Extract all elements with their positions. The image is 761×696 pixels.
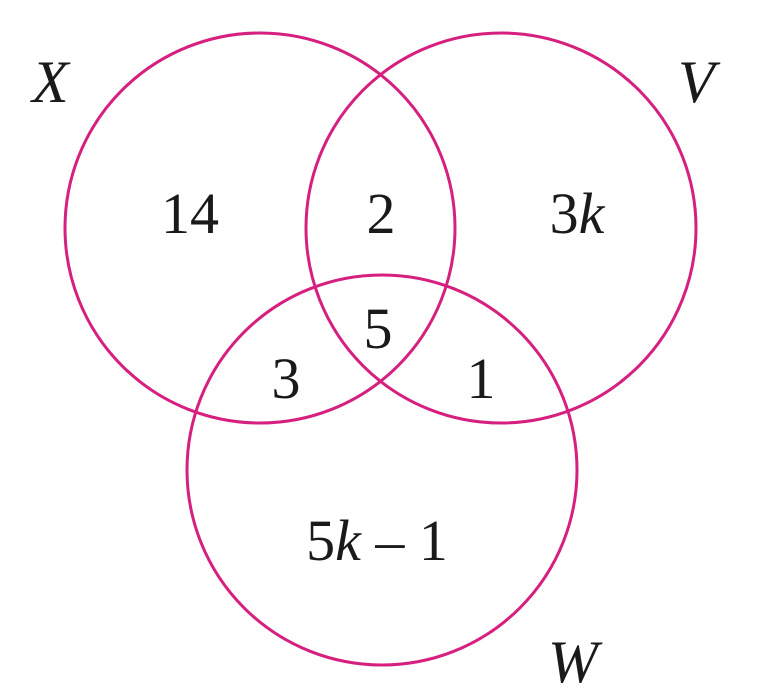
set-label-v: V — [678, 49, 721, 115]
region-w-only-rest: – 1 — [361, 508, 448, 573]
circle-v — [304, 31, 698, 425]
region-w-only: 5k – 1 — [306, 508, 448, 573]
region-v-only-coef: 3 — [550, 181, 579, 246]
region-x-v-w: 5 — [364, 296, 393, 361]
region-w-only-coef: 5 — [306, 508, 335, 573]
region-v-w-only: 1 — [467, 346, 496, 411]
region-v-only: 3k — [550, 181, 606, 246]
region-w-only-var: k — [335, 508, 362, 573]
region-v-only-var: k — [579, 181, 606, 246]
region-x-v-only: 2 — [367, 181, 396, 246]
circle-x — [63, 31, 457, 425]
set-label-w: W — [548, 629, 603, 695]
region-x-w-only: 3 — [272, 346, 301, 411]
region-x-only: 14 — [161, 181, 219, 246]
set-label-x: X — [30, 49, 71, 115]
circle-w — [185, 273, 579, 667]
